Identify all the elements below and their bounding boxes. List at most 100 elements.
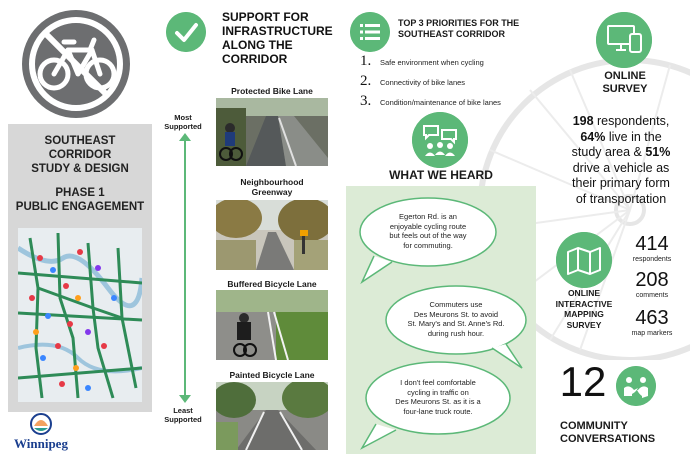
least-label-line1: Least [173,406,193,415]
study-area-map [18,228,142,402]
support-title-line3: ALONG THE [222,38,293,52]
priority-number: 2. [360,73,372,89]
quote-line: during rush hour. [427,328,485,338]
no-bicycle-icon [22,10,130,118]
stat-text: live in the [605,129,662,144]
project-title-line2: CORRIDOR [48,149,112,161]
quote-line: enjoyable cycling route [389,221,467,231]
option-label-line1: Painted Bicycle Lane [229,370,315,380]
priorities-title: TOP 3 PRIORITIES FOR THE SOUTHEAST CORRI… [398,18,538,40]
option-label-painted: Painted Bicycle Lane [216,370,328,380]
quote-line: St. Mary's and St. Anne's Rd. [407,319,505,328]
mapping-title-line2: INTERACTIVE [555,298,613,309]
priority-text: Connectivity of bike lanes [380,78,466,87]
survey-stat-line5: their primary form [572,176,670,190]
priority-text: Safe environment when cycling [380,58,484,67]
city-logo: Winnipeg [14,412,74,456]
priority-number: 3. [360,93,372,109]
winnipeg-logo-icon [30,413,52,435]
mapping-title-line4: SURVEY [566,319,602,330]
photo-neighbourhood-greenway [216,200,328,270]
quote-line: Des Meurons St. as it is a [395,397,481,406]
speech-people-icon [412,112,468,168]
survey-statistics: 198 respondents, 64% live in the study a… [556,114,686,207]
option-label-buffered: Buffered Bicycle Lane [216,279,328,289]
conversations-title-line2: CONVERSATIONS [560,433,656,445]
mapping-survey-title: ONLINE INTERACTIVE MAPPING SURVEY [542,288,626,330]
quote-line: cycling in traffic on [407,387,469,397]
most-label-line2: Supported [164,122,202,131]
option-label-protected: Protected Bike Lane [216,86,328,96]
support-title: SUPPORT FOR INFRASTRUCTURE ALONG THE COR… [222,10,342,66]
devices-icon [596,12,652,68]
survey-stat-line4: drive a vehicle as [572,160,670,175]
drive-percent: 51% [645,145,671,159]
live-in-area-percent: 64% [580,129,606,144]
quote-line: Des Meurons St. to avoid [413,309,499,319]
option-label-line1: Buffered Bicycle Lane [227,279,317,289]
quote-line: but feels out of the way [389,231,467,240]
support-title-line1: SUPPORT FOR [222,10,309,24]
online-survey-title: ONLINE SURVEY [570,70,680,96]
mapping-markers-value: 463 [635,307,669,329]
support-title-line4: CORRIDOR [222,52,288,66]
folded-map-icon [556,232,612,288]
priorities-title-line1: TOP 3 PRIORITIES FOR THE [398,18,520,28]
quote-line: four-lane truck route. [403,406,473,416]
survey-stat-line3: study area & 51% [556,145,686,161]
what-we-heard-panel: Egerton Rd. is an enjoyable cycling rout… [346,186,536,454]
arrow-down-icon [179,395,191,403]
option-label-line2: Greenway [251,187,293,197]
photo-painted-bicycle-lane [216,382,328,450]
photo-buffered-bicycle-lane [216,290,328,360]
phase-title-line1: PHASE 1 [55,187,105,199]
conversations-title-line1: COMMUNITY [560,420,628,432]
survey-title-line1: ONLINE [604,70,646,82]
quote-bubble-1: Egerton Rd. is an enjoyable cycling rout… [366,212,490,250]
quote-line: I don't feel comfortable [400,378,476,387]
option-label-line1: Neighbourhood [240,177,304,187]
mapping-markers-label: map markers [631,330,673,337]
survey-stat-line6: of transportation [575,191,667,206]
quote-bubble-3: I don't feel comfortable cycling in traf… [372,378,504,416]
project-summary-panel: SOUTHEAST CORRIDOR STUDY & DESIGN PHASE … [8,124,152,412]
people-meeting-icon [616,366,656,406]
option-label-greenway: Neighbourhood Greenway [216,177,328,197]
community-conversations-title: COMMUNITY CONVERSATIONS [560,420,690,446]
project-title-line1: SOUTHEAST [44,135,116,147]
support-title-line2: INFRASTRUCTURE [222,24,333,38]
option-label-line1: Protected Bike Lane [231,86,313,96]
photo-protected-bike-lane [216,98,328,166]
survey-title-line2: SURVEY [602,83,648,95]
mapping-respondents-label: respondents [632,256,672,263]
priority-text: Condition/maintenance of bike lanes [380,98,501,107]
speech-bubbles [359,197,527,450]
list-icon [350,12,390,52]
survey-stat-line1: 198 respondents, [556,114,686,130]
project-title-line3: STUDY & DESIGN [31,163,129,175]
quote-line: Commuters use [429,300,483,309]
stat-text: study area & [571,145,646,159]
conversations-count: 12 [559,358,607,405]
survey-stat-line2: 64% live in the [556,130,686,146]
support-scale-line [184,138,186,398]
mapping-respondents-value: 414 [635,233,669,255]
most-label-line1: Most [174,113,192,122]
stat-text: respondents, [593,114,670,128]
quote-bubble-2: Commuters use Des Meurons St. to avoid S… [392,300,520,338]
mapping-title-line3: MAPPING [564,309,604,319]
logo-wordmark: Winnipeg [14,436,68,451]
priority-number: 1. [360,53,372,69]
least-supported-label: Least Supported [158,406,208,424]
arrow-up-icon [179,133,191,141]
least-label-line2: Supported [164,415,202,424]
phase-title-line2: PUBLIC ENGAGEMENT [15,201,145,213]
mapping-comments-label: comments [635,292,669,299]
mapping-comments-value: 208 [635,269,669,291]
quote-line: for commuting. [403,240,453,250]
most-supported-label: Most Supported [158,113,208,131]
checkmark-icon [166,12,206,52]
quote-line: Egerton Rd. is an [399,212,457,221]
mapping-title-line1: ONLINE [567,288,601,298]
respondent-count: 198 [572,114,594,128]
